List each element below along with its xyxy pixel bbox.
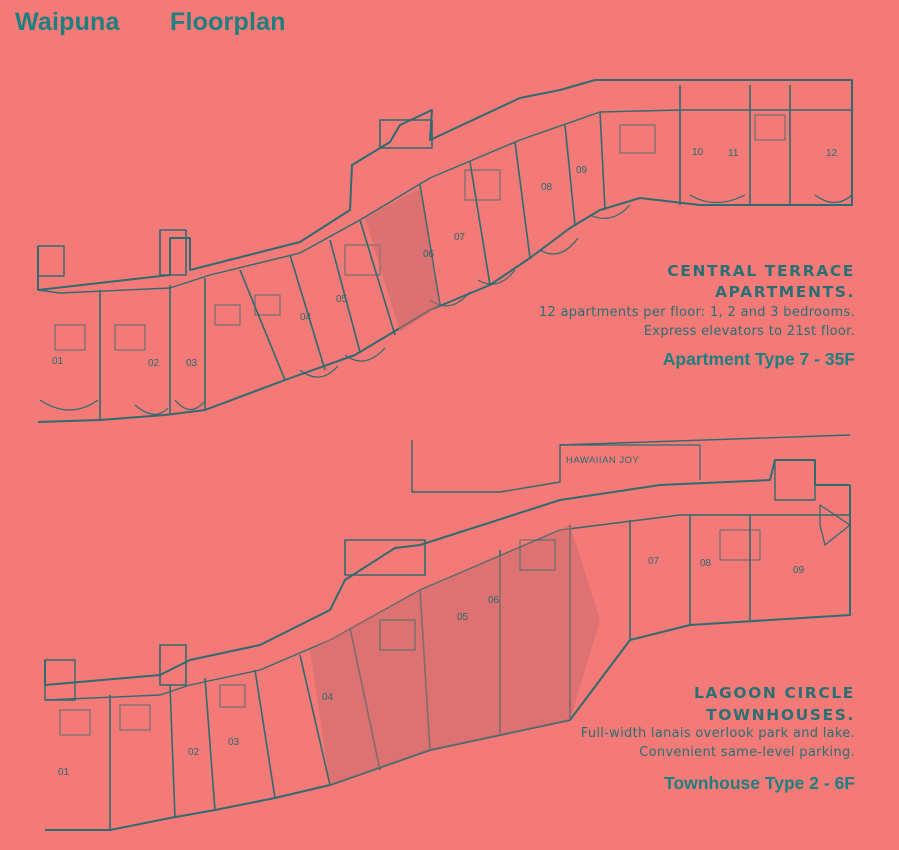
unit-partitions [99,85,791,420]
unit-label: 11 [728,148,739,159]
unit-label: 01 [52,356,64,367]
stair-diamond [819,504,851,546]
entry-block [44,659,76,701]
unit-label: 02 [188,747,200,758]
unit-label: 03 [186,358,198,369]
townhouse-type-label: Townhouse Type 2 - 6F [664,773,855,793]
stair-core-1 [159,229,187,276]
unit-label: 06 [423,249,435,260]
building-top-edge [37,79,853,291]
lagoon-circle-desc-2: Convenient same-level parking. [639,745,855,760]
highlighted-unit-06 [365,188,440,332]
lagoon-circle-heading-1: LAGOON CIRCLE [693,684,855,702]
central-terrace-heading-2: APARTMENTS. [715,283,855,301]
unit-label: 09 [576,165,588,176]
highlighted-units [310,525,600,785]
neighbor-label: HAWAIIAN JOY [566,455,640,466]
unit-label: 10 [692,147,704,158]
unit-label: 05 [457,612,469,623]
neighbor-lot [411,434,851,493]
unit-numbers: 01 02 03 04 05 06 07 08 09 10 11 12 [52,147,838,369]
unit-label: 08 [541,182,553,193]
unit-label: 07 [648,556,660,567]
interior-details [54,114,786,351]
lagoon-circle-desc-1: Full-width lanais overlook park and lake… [580,726,855,741]
interior-details [59,529,761,736]
unit-label: 07 [454,232,466,243]
unit-label: 06 [488,595,500,606]
unit-label: 04 [322,692,334,703]
unit-label: 03 [228,737,240,748]
unit-label: 04 [300,312,312,323]
lagoon-circle-drawing: HAWAIIAN JOY 01 02 03 04 05 06 07 08 09 [44,434,851,831]
lagoon-circle-floorplan: HAWAIIAN JOY 01 02 03 04 05 06 07 08 09 [0,430,899,840]
entry-block [37,245,65,277]
unit-label: 08 [700,558,712,569]
central-terrace-desc-1: 12 apartments per floor: 1, 2 and 3 bedr… [538,305,855,320]
unit-label: 05 [336,294,348,305]
stair-core-2 [344,539,426,576]
central-terrace-drawing: 01 02 03 04 05 06 07 08 09 10 11 12 [37,79,853,423]
unit-label: 01 [58,767,70,778]
unit-label: 02 [148,358,160,369]
unit-label: 12 [826,148,838,159]
stair-core-3 [774,459,816,501]
page-title-floorplan: Floorplan [170,8,286,36]
central-terrace-heading-1: CENTRAL TERRACE [667,262,855,280]
stair-core-1 [159,644,187,686]
unit-label: 09 [793,565,805,576]
lagoon-circle-heading-2: TOWNHOUSES. [706,706,855,724]
page-title-waipuna: Waipuna [15,8,120,36]
central-terrace-desc-2: Express elevators to 21st floor. [643,324,855,339]
stair-core-2 [379,119,433,149]
central-terrace-floorplan: 01 02 03 04 05 06 07 08 09 10 11 12 [0,70,899,430]
apartment-type-label: Apartment Type 7 - 35F [662,349,855,369]
unit-numbers: 01 02 03 04 05 06 07 08 09 [58,556,805,778]
